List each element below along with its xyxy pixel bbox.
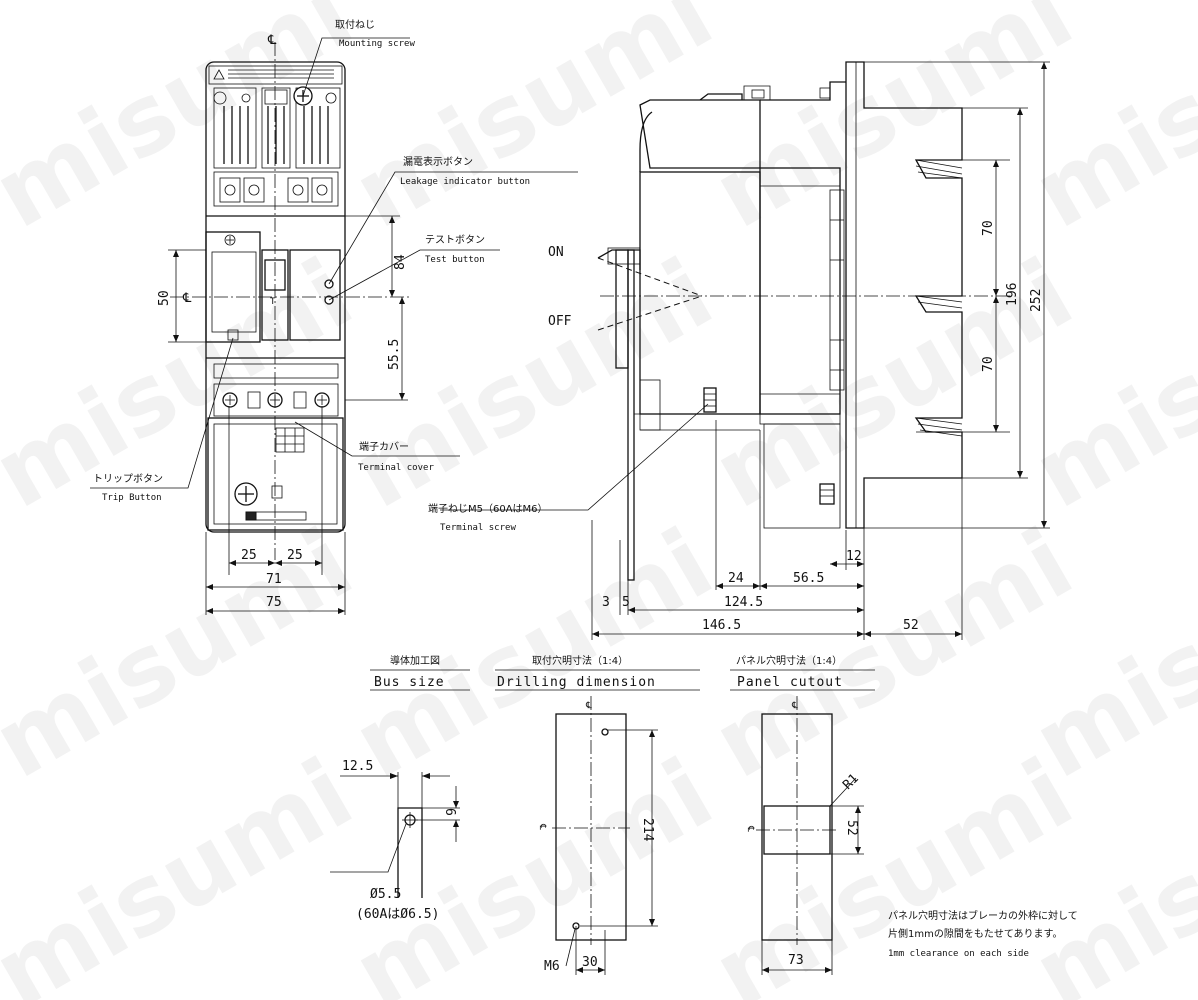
panel-cutout-view: パネル穴明寸法（1:4） Panel cutout ℄ ℄ 52 R1 73 [730, 654, 875, 975]
drilling-screw-label: M6 [544, 959, 560, 974]
off-label: OFF [548, 314, 572, 329]
note-jp-line1: パネル穴明寸法はブレーカの外枠に対して [888, 909, 1078, 922]
watermark-text: misumi [0, 0, 370, 250]
terminal-cover-label-en: Terminal cover [358, 463, 434, 473]
drilling-hole-top-icon [601, 728, 609, 736]
side-mounting-plate [845, 61, 963, 529]
warning-triangle-icon [213, 69, 225, 80]
trip-button-label-en: Trip Button [102, 493, 162, 503]
rear-terminal-screw-icon [819, 483, 835, 505]
bus-dim-12-5: 12.5 [342, 759, 373, 774]
drilling-dim-30: 30 [582, 955, 598, 970]
test-button-label-en: Test button [425, 255, 485, 265]
centerline-symbol-top: ℄ [267, 33, 277, 48]
terminal-screw-label-jp: 端子ねじM5（60AはM6） [428, 502, 548, 515]
trip-button-icon[interactable] [227, 329, 239, 341]
bus-hole-dia: Ø5.5 [370, 887, 401, 902]
note-jp-line2: 片側1mmの隙間をもたせてあります。 [888, 927, 1063, 940]
dim-70-bottom: 70 [981, 356, 996, 372]
panel-centerline-top: ℄ [791, 701, 798, 711]
line-terminals [213, 171, 339, 207]
leader-terminal-cover [294, 421, 460, 457]
side-view: ON OFF 端子ねじM5（60AはM6） Terminal screw 70 … [428, 61, 1050, 640]
dim-50: 50 [157, 290, 172, 306]
dim-25-left: 25 [241, 548, 257, 563]
mounting-screw-icon [293, 86, 337, 106]
t-marker-label: T [270, 297, 276, 307]
centerline-symbol-left: ℄ [182, 291, 192, 306]
dim-71: 71 [266, 572, 282, 587]
dim-56-5: 56.5 [793, 571, 824, 586]
drilling-centerline-left: ℄ [537, 823, 547, 830]
bus-size-title-en: Bus size [374, 675, 445, 690]
bus-dim-6: 6 [442, 808, 457, 816]
dim-196: 196 [1005, 283, 1020, 306]
drilling-view: 取付穴明寸法（1:4） Drilling dimension ℄ ℄ 214 3… [495, 654, 700, 975]
panel-cutout-title-jp: パネル穴明寸法（1:4） [736, 654, 842, 667]
drilling-dim-214: 214 [640, 818, 655, 842]
test-button-label-jp: テストボタン [425, 234, 485, 246]
terminal-screw-label-en: Terminal screw [440, 523, 516, 533]
mounting-screw-label-en: Mounting screw [339, 39, 415, 49]
panel-dim-52: 52 [844, 820, 859, 836]
drilling-title-jp: 取付穴明寸法（1:4） [532, 654, 628, 667]
note-en: 1mm clearance on each side [888, 949, 1029, 959]
bus-size-title-jp: 導体加工図 [390, 654, 440, 667]
panel-radius: R1 [840, 771, 862, 793]
watermark-text: misumi [336, 237, 731, 530]
panel-centerline-left: ℄ [745, 825, 755, 832]
dim-5: 5 [622, 595, 630, 610]
handle-off-line [597, 295, 703, 331]
terminal-cover [207, 417, 344, 531]
drilling-title-en: Drilling dimension [497, 675, 656, 690]
bus-size-view: 導体加工図 Bus size 12.5 6 Ø5.5 (60AはØ6.5) [330, 654, 470, 922]
dim-252: 252 [1029, 289, 1044, 312]
dim-75: 75 [266, 595, 282, 610]
drilling-centerline-top: ℄ [585, 701, 592, 711]
dim-52-side: 52 [903, 618, 919, 633]
handle-on-line [597, 257, 703, 297]
dim-124-5: 124.5 [724, 595, 763, 610]
terminal-screw-icon [703, 387, 717, 413]
terminal-cover-label-jp: 端子カバー [359, 440, 409, 453]
side-top-cap [639, 99, 761, 169]
dim-70-top: 70 [981, 220, 996, 236]
dim-84: 84 [393, 254, 408, 270]
bus-bar-outline [397, 807, 423, 898]
leader-mounting-screw [302, 37, 410, 97]
on-label: ON [548, 245, 564, 260]
dim-25-right: 25 [287, 548, 303, 563]
leakage-indicator-label-en: Leakage indicator button [400, 177, 530, 187]
leakage-indicator-label-jp: 漏電表示ボタン [403, 155, 473, 168]
leader-terminal-screw [440, 403, 709, 511]
trip-button-label-jp: トリップボタン [93, 473, 163, 485]
watermark-text: misumi [336, 0, 731, 250]
dim-146-5: 146.5 [702, 618, 741, 633]
bus-hole-dia-60a: (60AはØ6.5) [356, 907, 439, 922]
front-view: T [90, 18, 578, 615]
dim-3: 3 [602, 595, 610, 610]
warning-label [208, 65, 343, 85]
leader-trip-button [90, 337, 234, 489]
watermark-text: misumi [0, 237, 370, 530]
panel-dim-73: 73 [788, 953, 804, 968]
dim-24: 24 [728, 571, 744, 586]
leader-leakage-indicator [328, 171, 578, 285]
mounting-screw-label-jp: 取付ねじ [335, 18, 375, 31]
watermark-text: misumi [696, 0, 1091, 250]
panel-cutout-title-en: Panel cutout [737, 675, 843, 690]
dim-12: 12 [846, 549, 862, 564]
dim-55-5: 55.5 [387, 339, 402, 370]
leader-test-button [328, 249, 500, 301]
watermark-text: misumi [696, 237, 1091, 530]
clearance-note: パネル穴明寸法はブレーカの外枠に対して 片側1mmの隙間をもたせてあります。 1… [888, 909, 1078, 959]
